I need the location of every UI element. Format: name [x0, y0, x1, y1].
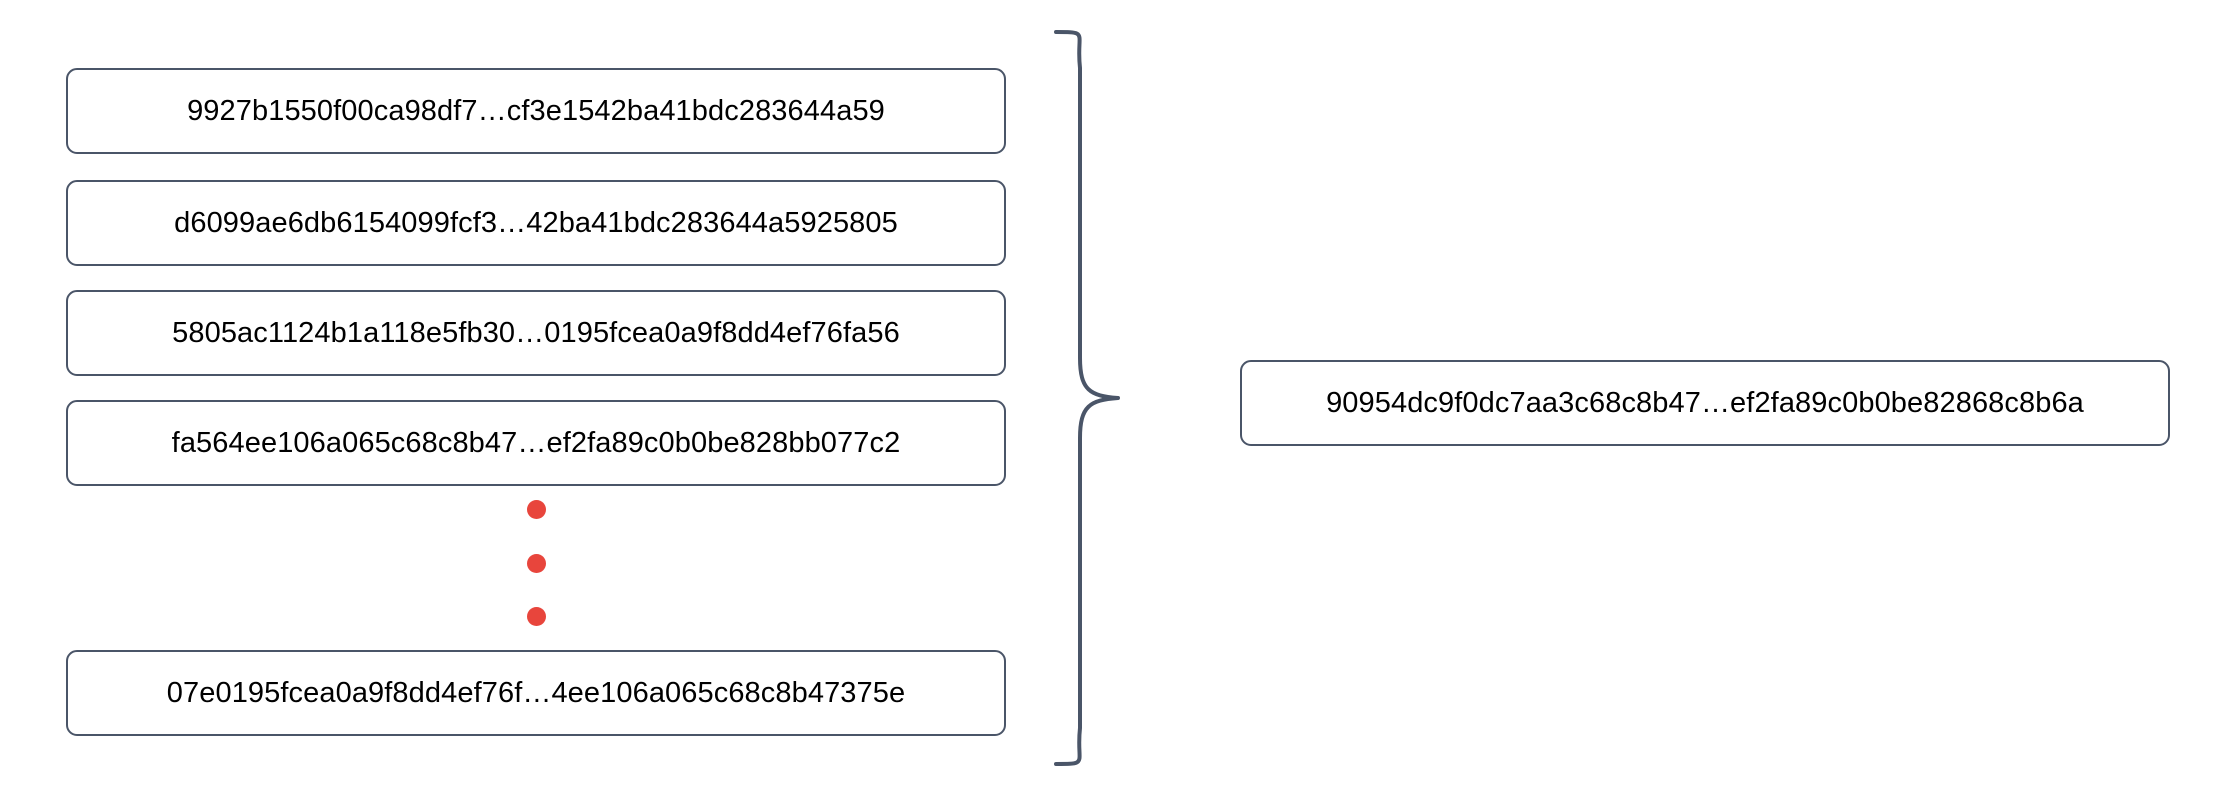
input-hash-box-3[interactable]: 5805ac1124b1a118e5fb30…0195fcea0a9f8dd4e…	[66, 290, 1006, 376]
ellipsis-dot	[526, 553, 546, 573]
vertical-ellipsis-icon	[491, 500, 581, 626]
input-hash-box-2[interactable]: d6099ae6db6154099fcf3…42ba41bdc283644a59…	[66, 180, 1006, 266]
ellipsis-dot	[526, 607, 546, 626]
input-hash-box-4[interactable]: fa564ee106a065c68c8b47…ef2fa89c0b0be828b…	[66, 400, 1006, 486]
output-hash-box[interactable]: 90954dc9f0dc7aa3c68c8b47…ef2fa89c0b0be82…	[1240, 360, 2170, 446]
ellipsis-dot	[526, 500, 546, 519]
curly-brace-icon	[1054, 30, 1120, 766]
input-hash-box-last[interactable]: 07e0195fcea0a9f8dd4ef76f…4ee106a065c68c8…	[66, 650, 1006, 736]
input-hash-box-1[interactable]: 9927b1550f00ca98df7…cf3e1542ba41bdc28364…	[66, 68, 1006, 154]
